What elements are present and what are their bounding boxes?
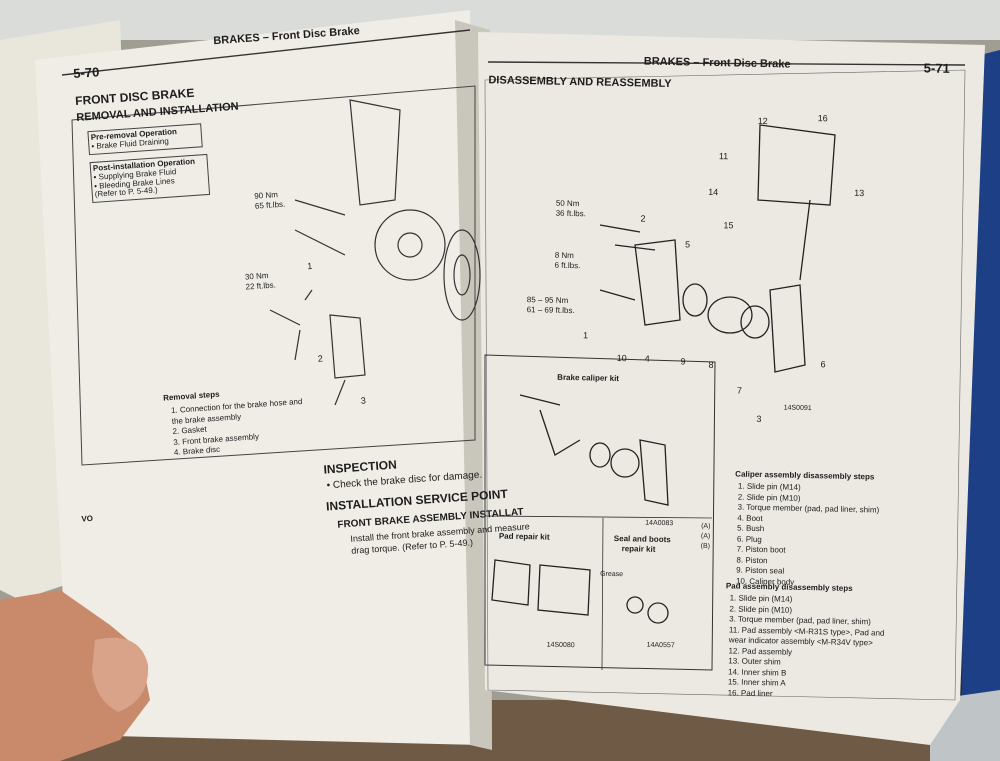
right-callout-11: 11	[718, 151, 729, 162]
figure-code-1: 14S0091	[783, 404, 812, 413]
right-torque-3b: 61 – 69 ft.lbs.	[526, 305, 575, 316]
right-callout-7: 7	[736, 385, 743, 396]
pad-steps-list: 1. Slide pin (M14) 2. Slide pin (M10) 3.…	[728, 593, 886, 701]
left-page-number: 5-70	[72, 64, 100, 82]
right-callout-5: 5	[684, 239, 691, 250]
figure-code-4: 14A0557	[646, 641, 675, 650]
edge-label: VO	[81, 513, 94, 524]
legend-mark: (A)	[701, 522, 711, 530]
left-callout-1: 1	[306, 260, 313, 272]
right-torque-1a: 50 Nm	[555, 198, 580, 209]
right-callout-4: 4	[644, 353, 650, 364]
right-diagram-lines	[491, 124, 836, 624]
right-torque-2a: 8 Nm	[554, 250, 574, 261]
right-page	[478, 32, 985, 745]
hand	[0, 590, 150, 761]
right-callout-15: 15	[723, 220, 734, 231]
figure-code-3: 14S0080	[546, 641, 575, 650]
removal-steps-list: 1. Connection for the brake hose and the…	[171, 397, 306, 459]
right-callout-16: 16	[817, 113, 828, 124]
right-callout-14: 14	[708, 186, 719, 198]
pad-kit-title: Pad repair kit	[498, 531, 550, 542]
right-callout-10: 10	[616, 352, 627, 364]
right-torque-1b: 36 ft.lbs.	[555, 208, 586, 219]
left-callout-2: 2	[317, 353, 324, 364]
right-callout-8: 8	[708, 359, 714, 371]
legend-mark: (B)	[700, 542, 711, 550]
right-callout-1: 1	[583, 330, 589, 341]
left-callout-3: 3	[360, 395, 367, 406]
right-callout-12: 12	[757, 115, 768, 127]
right-callout-3: 3	[756, 413, 762, 425]
figure-code-2: 14A0083	[645, 519, 674, 528]
post-install-box: Post-installation Operation • Supplying …	[89, 153, 211, 204]
caliper-steps-list: 1. Slide pin (M14) 2. Slide pin (M10) 3.…	[736, 482, 880, 590]
right-torque-2b: 6 ft.lbs.	[554, 260, 581, 271]
legend-mark: (A)	[700, 532, 711, 540]
right-page-number: 5-71	[923, 60, 950, 76]
left-page	[35, 10, 480, 745]
seal-kit-title-2: repair kit	[621, 544, 656, 554]
grease-label: Grease	[600, 570, 624, 579]
left-diagram-lines	[269, 99, 481, 406]
right-callout-13: 13	[854, 187, 865, 199]
right-callout-6: 6	[820, 359, 826, 370]
right-callout-9: 9	[680, 356, 686, 367]
right-callout-2: 2	[640, 213, 646, 224]
caliper-kit-title: Brake caliper kit	[557, 372, 620, 384]
